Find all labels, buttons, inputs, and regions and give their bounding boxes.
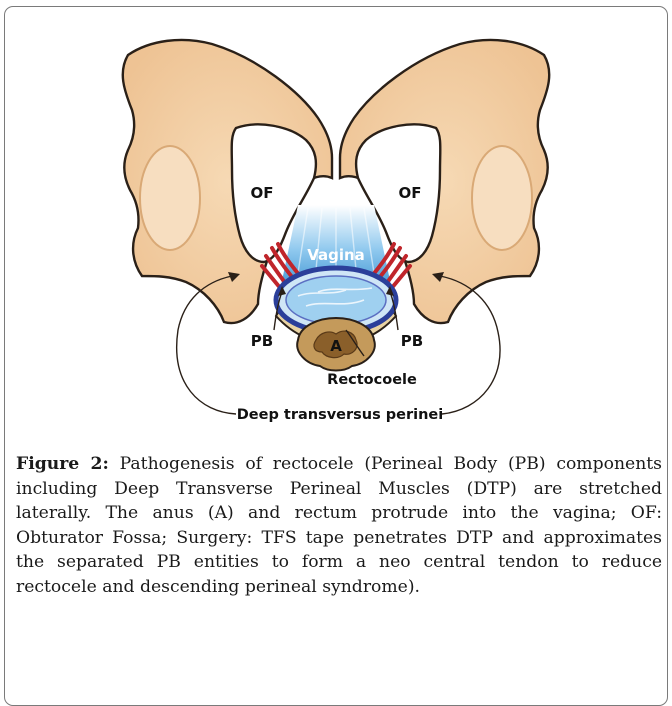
right-acetabulum [472, 146, 532, 250]
label-anus: A [330, 337, 342, 355]
label-obturator-left: OF [251, 184, 274, 202]
label-obturator-right: OF [399, 184, 422, 202]
label-deep-transversus: Deep transversus perinei [237, 407, 443, 423]
label-vagina: Vagina [307, 246, 365, 264]
label-perineal-body-right: PB [401, 332, 423, 350]
pelvic-anatomy-illustration: OF OF Vagina A PB PB Rectocoele Deep tra… [0, 0, 672, 440]
figure-caption: Figure 2: Pathogenesis of rectocele (Per… [16, 452, 662, 599]
rectocele-inner [286, 276, 386, 324]
left-acetabulum [140, 146, 200, 250]
caption-text: Pathogenesis of rectocele (Perineal Body… [16, 454, 662, 597]
caption-label: Figure 2: [16, 454, 109, 474]
label-perineal-body-left: PB [251, 332, 273, 350]
label-rectocoele: Rectocoele [327, 372, 417, 388]
